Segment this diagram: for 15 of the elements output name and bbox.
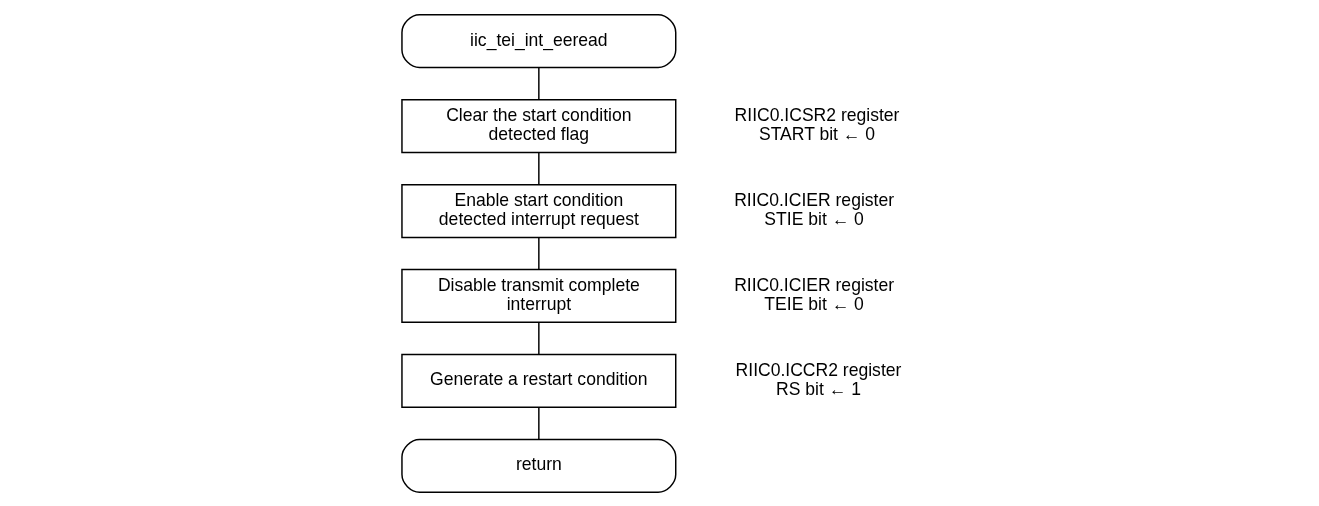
connector (537, 406, 540, 440)
node-label: RIIC0.ICCR2 register RS bit ← 1 (735, 359, 901, 399)
node-box: return (400, 438, 676, 493)
node-box: Enable start condition detected interrupt request (400, 183, 676, 238)
node-label: RIIC0.ICSR2 register START bit ← 0 (734, 104, 899, 144)
connector (537, 151, 540, 185)
node-box: Clear the start condition detected flag (400, 98, 676, 153)
node-box: Disable transmit complete interrupt (400, 268, 676, 323)
node-box: Generate a restart condition (400, 353, 676, 408)
connector (537, 321, 540, 355)
node-label: RIIC0.ICIER register TEIE bit ← 0 (733, 274, 894, 314)
node-box: iic_tei_int_eeread (400, 13, 676, 68)
connector (537, 236, 540, 270)
node-label: RIIC0.ICIER register STIE bit ← 0 (733, 189, 894, 229)
connector (537, 66, 540, 100)
